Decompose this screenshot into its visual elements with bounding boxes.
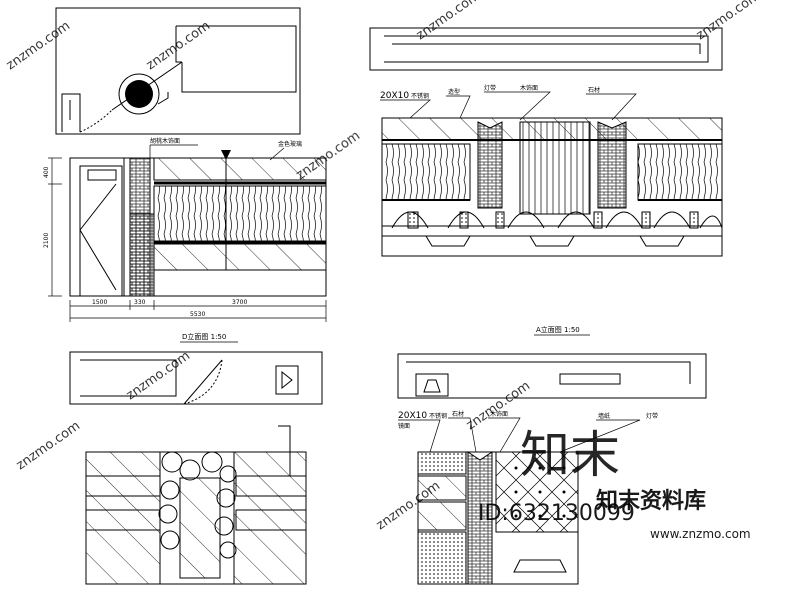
wm-text-4: znzmo.com	[14, 418, 83, 473]
label-gold-glass: 金色玻璃	[278, 140, 302, 148]
bottom-right-plan	[397, 353, 707, 399]
wm-text-9: znzmo.com	[694, 0, 763, 43]
label-b-1: 不锈钢	[429, 412, 447, 420]
watermark-id: ID:632130099	[478, 501, 635, 526]
elevation-a-leaders	[380, 91, 637, 121]
label-a-3: 灯带	[484, 84, 496, 92]
label-a-1: 不锈钢	[411, 92, 429, 100]
wm-text-3: znzmo.com	[414, 0, 483, 43]
plan-column-core	[125, 80, 153, 108]
dim-h-total: 5530	[190, 311, 205, 318]
bottom-right-leaders	[398, 417, 641, 453]
dims-horizontal	[69, 300, 327, 322]
label-b-5: 墙纸	[598, 412, 610, 420]
elevation-a	[381, 117, 723, 257]
bottom-right-elevation	[417, 451, 579, 585]
top-right-plan	[369, 27, 723, 71]
watermark-brand-line: 知末资料库	[596, 488, 706, 514]
label-b-6: 灯带	[646, 412, 658, 420]
label-b-2: 石材	[452, 410, 464, 418]
wm-text-6: znzmo.com	[124, 348, 193, 403]
caption-elevation-d: D立面图 1:50	[182, 332, 226, 341]
label-b-4: 镜面	[398, 422, 410, 430]
dim-h-3700: 3700	[232, 299, 247, 306]
dim-h-1500: 1500	[92, 299, 107, 306]
watermark-url: www.znzmo.com	[650, 527, 751, 541]
label-b-3: 木饰面	[490, 410, 508, 418]
dim-v-400: 400	[43, 166, 50, 178]
label-a-4: 木饰面	[520, 84, 538, 92]
label-a-5: 石材	[588, 86, 600, 94]
dim-h-330: 330	[134, 299, 146, 306]
elevation-d	[69, 150, 327, 297]
wm-text-5: znzmo.com	[294, 128, 363, 183]
section-marker-icon	[221, 150, 231, 160]
caption-elevation-a: A立面图 1:50	[536, 325, 580, 334]
leader-lines	[149, 144, 285, 161]
label-a-2: 造型	[448, 88, 460, 96]
bottom-left-elevation	[85, 425, 307, 585]
dims-vertical	[48, 157, 62, 297]
plan-column	[118, 73, 160, 115]
dim-v-2100: 2100	[43, 233, 50, 248]
elevation-a-arches	[382, 211, 723, 247]
wm-text-1: znzmo.com	[4, 18, 73, 73]
label-walnut: 胡桃木饰面	[150, 137, 180, 145]
bottom-left-plan	[69, 351, 323, 405]
top-left-plan	[55, 7, 301, 135]
watermark-brand-big: 知末	[520, 426, 620, 484]
label-b-size: 20X10	[398, 411, 427, 421]
label-a-size: 20X10	[380, 91, 409, 101]
